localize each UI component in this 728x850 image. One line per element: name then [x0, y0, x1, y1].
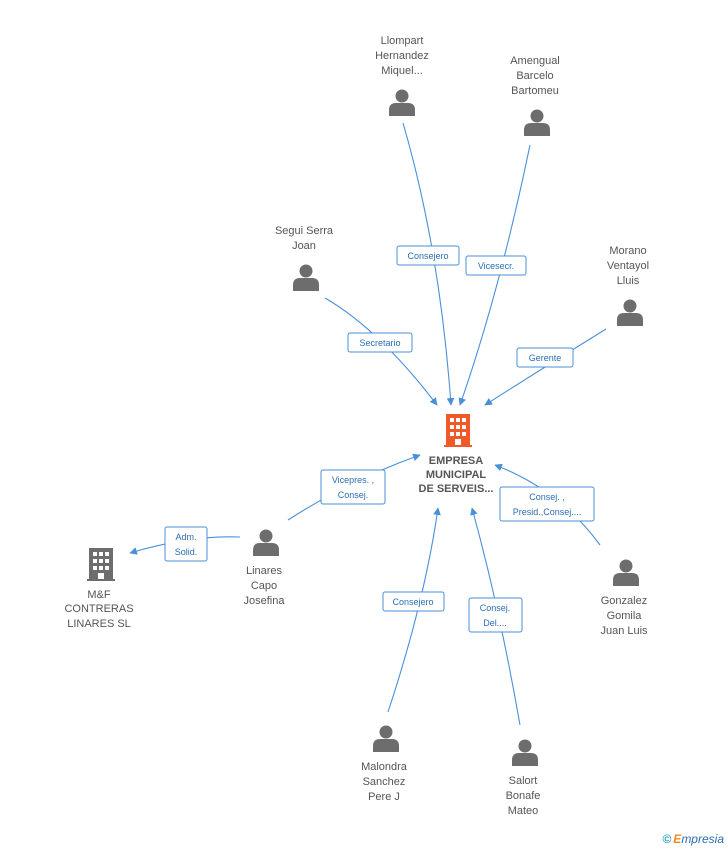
person-label-line: Salort: [509, 775, 538, 787]
center-company-node[interactable]: EMPRESA MUNICIPAL DE SERVEIS...: [419, 414, 494, 495]
person-icon: [617, 299, 643, 326]
person-icon: [524, 109, 550, 136]
person-label-line: Hernandez: [375, 50, 429, 62]
building-icon: [444, 414, 472, 447]
person-label-line: Ventayol: [607, 260, 649, 272]
role-text: Presid.,Consej....: [513, 507, 582, 517]
center-company-label-line: MUNICIPAL: [426, 469, 487, 481]
role-label-linares-center[interactable]: Vicepres. , Consej.: [320, 469, 386, 505]
person-node-amengual[interactable]: Amengual Barcelo Bartomeu: [510, 55, 560, 136]
mf-company-label-line: M&F: [87, 589, 111, 601]
edge-morano-center: [484, 328, 607, 406]
person-label-line: Sanchez: [363, 776, 406, 788]
role-text: Vicesecr.: [478, 261, 514, 271]
person-label-line: Gomila: [607, 610, 643, 622]
person-label-line: Bonafe: [506, 790, 541, 802]
person-label-line: Segui Serra: [275, 225, 334, 237]
person-label-line: Capo: [251, 580, 277, 592]
person-label-line: Bartomeu: [511, 85, 559, 97]
person-node-morano[interactable]: Morano Ventayol Lluis: [607, 245, 649, 326]
person-label-line: Juan Luis: [600, 625, 648, 637]
person-label-line: Josefina: [244, 595, 286, 607]
person-node-llompart[interactable]: Llompart Hernandez Miquel...: [375, 35, 429, 116]
person-icon: [253, 529, 279, 556]
role-text: Consej.: [338, 490, 369, 500]
role-label-llompart[interactable]: Consejero: [396, 245, 460, 266]
center-company-label-line: DE SERVEIS...: [419, 483, 494, 495]
person-label-line: Barcelo: [516, 70, 553, 82]
role-text: Secretario: [359, 338, 400, 348]
role-text: Consej.: [480, 603, 511, 613]
person-label-line: Morano: [609, 245, 646, 257]
person-icon: [512, 739, 538, 766]
role-text: Consej. ,: [529, 492, 565, 502]
edge-amengual-center: [458, 144, 531, 406]
role-text: Del....: [483, 618, 507, 628]
role-label-linares-mf[interactable]: Adm. Solid.: [164, 526, 208, 562]
mf-company-label-line: LINARES SL: [67, 618, 131, 630]
person-label-line: Miquel...: [381, 65, 423, 77]
person-node-salort[interactable]: Salort Bonafe Mateo: [506, 739, 541, 818]
role-label-malondra[interactable]: Consejero: [382, 591, 445, 612]
person-label-line: Llompart: [381, 35, 424, 47]
person-label-line: Pere J: [368, 791, 400, 803]
brand-name: mpresia: [681, 832, 724, 846]
person-icon: [613, 559, 639, 586]
person-icon: [373, 725, 399, 752]
person-label-line: Linares: [246, 565, 283, 577]
person-node-segui[interactable]: Segui Serra Joan: [275, 225, 334, 291]
person-icon: [293, 264, 319, 291]
role-label-gonzalez[interactable]: Consej. , Presid.,Consej....: [499, 486, 595, 522]
role-label-salort[interactable]: Consej. Del....: [468, 597, 523, 633]
role-text: Consejero: [407, 251, 448, 261]
person-label-line: Joan: [292, 240, 316, 252]
role-label-segui[interactable]: Secretario: [347, 332, 413, 353]
person-node-malondra[interactable]: Malondra Sanchez Pere J: [361, 725, 408, 804]
empresia-watermark: ©Empresia: [662, 832, 724, 846]
role-text: Consejero: [392, 597, 433, 607]
person-node-gonzalez[interactable]: Gonzalez Gomila Juan Luis: [600, 559, 648, 638]
brand-initial: E: [673, 832, 682, 846]
person-label-line: Lluis: [617, 275, 640, 287]
role-text: Gerente: [529, 353, 562, 363]
copyright-symbol: ©: [662, 832, 672, 846]
role-label-morano[interactable]: Gerente: [516, 347, 574, 368]
center-company-label-line: EMPRESA: [429, 455, 483, 467]
person-icon: [389, 89, 415, 116]
person-node-linares[interactable]: Linares Capo Josefina: [244, 529, 286, 608]
role-text: Adm.: [175, 532, 196, 542]
mf-company-label-line: CONTRERAS: [64, 603, 133, 615]
person-label-line: Malondra: [361, 761, 408, 773]
person-label-line: Mateo: [508, 805, 539, 817]
person-label-line: Gonzalez: [601, 595, 647, 607]
mf-contreras-company-node[interactable]: M&F CONTRERAS LINARES SL: [64, 548, 134, 630]
building-icon: [87, 548, 115, 581]
role-text: Solid.: [175, 547, 198, 557]
role-text: Vicepres. ,: [332, 475, 374, 485]
person-label-line: Amengual: [510, 55, 560, 67]
role-label-amengual[interactable]: Vicesecr.: [465, 255, 527, 276]
